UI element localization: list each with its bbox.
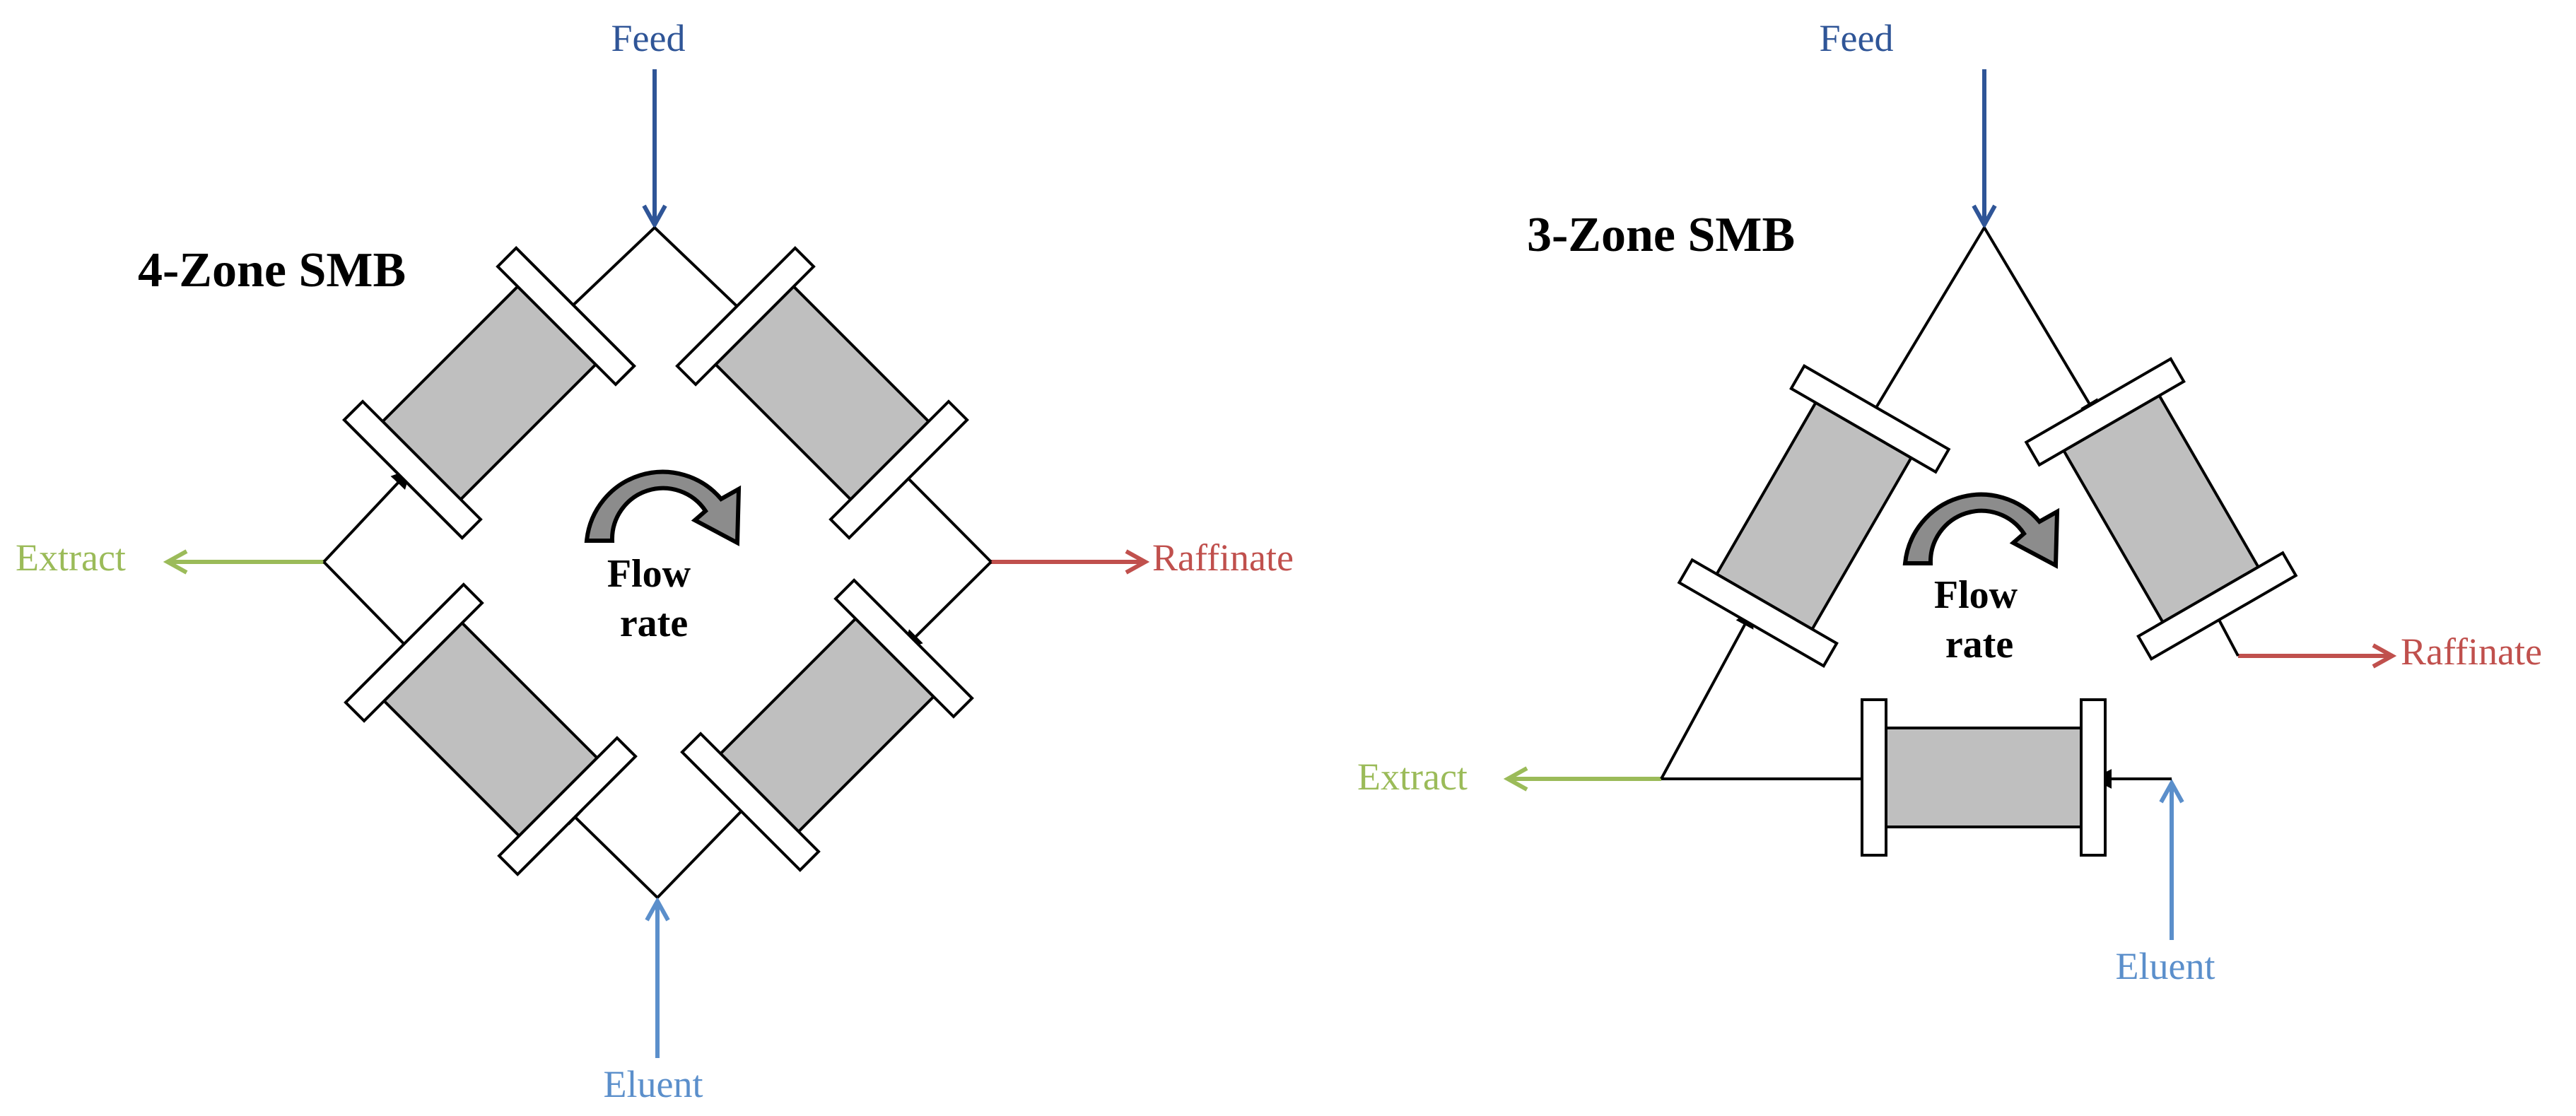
four-zone-extract-label: Extract (16, 536, 126, 579)
three-zone-extract-label: Extract (1357, 756, 1468, 798)
three-zone-feed-label: Feed (1820, 17, 1894, 59)
four-zone-column-2 (675, 246, 969, 540)
three-zone-flow-text-2: rate (1945, 623, 2013, 666)
three-zone-column-1 (1677, 363, 1951, 669)
four-zone-flow-text-1: Flow (607, 552, 691, 596)
three-zone-raffinate-label: Raffinate (2401, 630, 2542, 673)
three-zone-smb: 3-Zone SMB Feed Extract Raffinate Eluent (1357, 17, 2542, 987)
three-zone-eluent-label: Eluent (2116, 945, 2215, 987)
four-zone-column-3 (680, 578, 974, 872)
three-zone-connections (1660, 226, 2240, 789)
four-zone-connections (322, 226, 993, 899)
three-zone-column-2 (2024, 356, 2298, 662)
three-zone-column-3 (1861, 698, 2107, 857)
three-zone-flow-text-1: Flow (1934, 573, 2018, 617)
four-zone-title: 4-Zone SMB (138, 243, 406, 298)
four-zone-column-4 (344, 582, 638, 876)
four-zone-feed-label: Feed (611, 17, 686, 59)
four-zone-smb: 4-Zone SMB Feed Eluent Extract Raffinate (16, 17, 1294, 1105)
three-zone-title: 3-Zone SMB (1527, 208, 1795, 262)
four-zone-raffinate-label: Raffinate (1152, 536, 1294, 579)
four-zone-flow-text-2: rate (620, 601, 688, 645)
four-zone-eluent-label: Eluent (604, 1063, 703, 1105)
four-zone-flow-arrow-icon (584, 469, 742, 546)
four-zone-column-1 (342, 246, 636, 540)
three-zone-flow-arrow-icon (1902, 492, 2060, 569)
